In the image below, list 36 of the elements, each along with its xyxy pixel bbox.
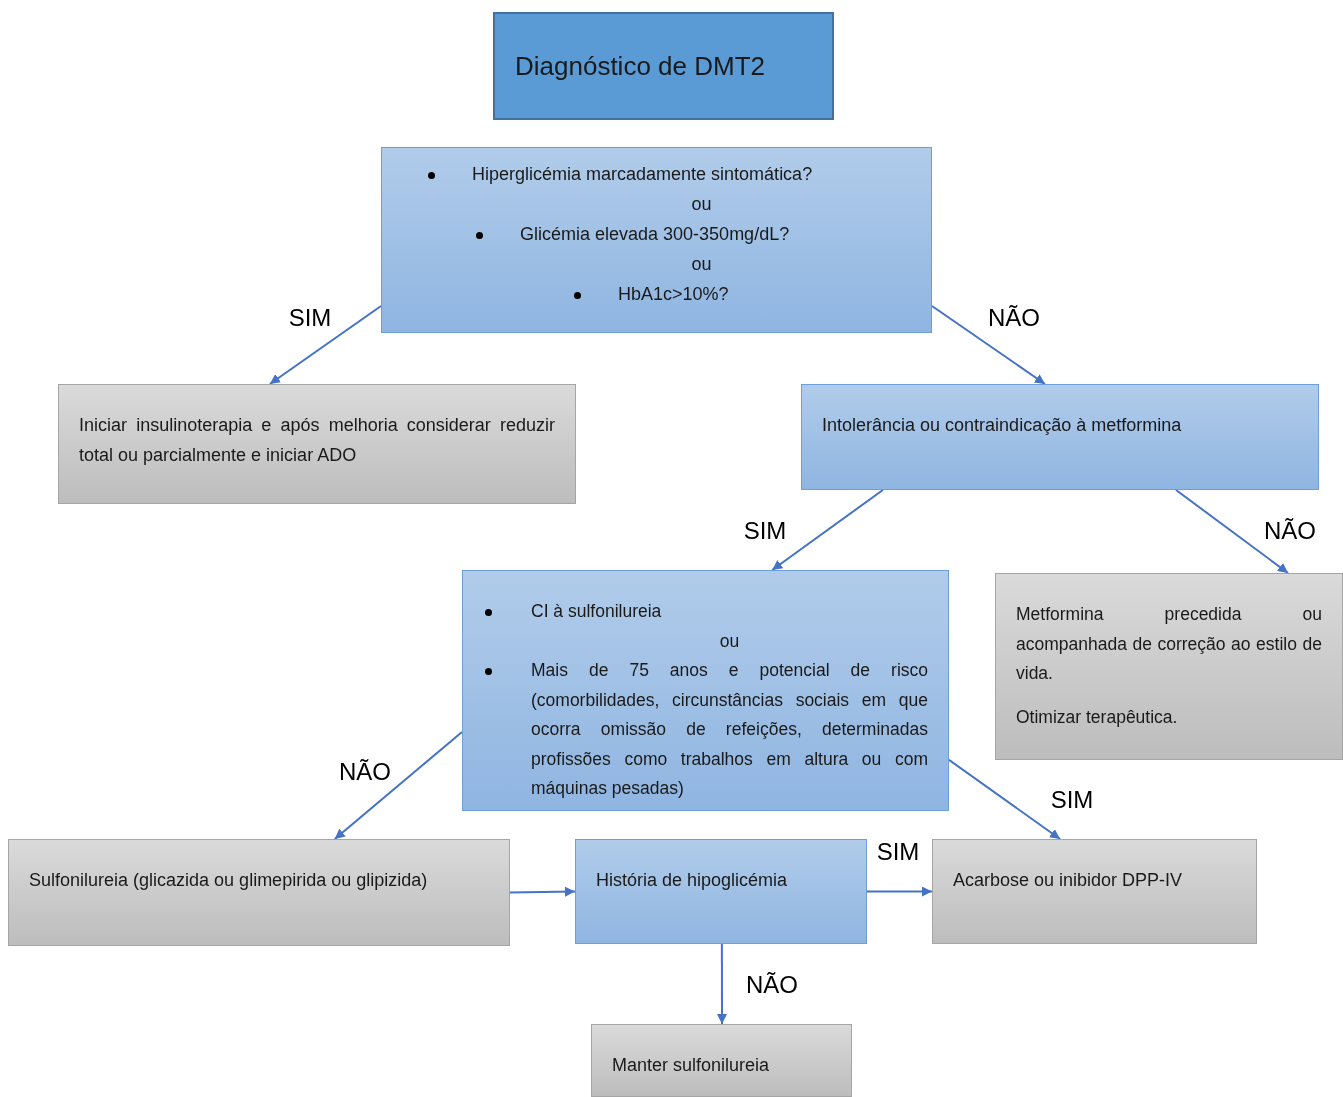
box-text: ou bbox=[691, 193, 712, 216]
box-text: Sulfonilureia (glicazida ou glimepirida ou glipizida) bbox=[29, 869, 429, 892]
box-text: HbA1c>10%? bbox=[618, 283, 729, 306]
box-text: Mais de 75 anos e potencial de risco (comorbilidades, circunstâncias sociais em que ocorra omissão de refeições, determinadas profissões como trabalhos em altura ou com máquinas pesadas) bbox=[531, 659, 928, 800]
arrow bbox=[333, 730, 463, 840]
box-text: Hiperglicémia marcadamente sintomática? bbox=[472, 163, 813, 186]
decision-box bbox=[381, 147, 932, 333]
box-text: ou bbox=[691, 253, 712, 276]
decision-box bbox=[801, 384, 1319, 490]
decision-box bbox=[462, 570, 949, 811]
box-text: Metformina precedida ou acompanhada de correção ao estilo de vida. bbox=[1016, 603, 1322, 685]
action-box bbox=[932, 839, 1257, 944]
arrow bbox=[1175, 489, 1289, 574]
title-box bbox=[493, 12, 834, 120]
box-text: Otimizar terapêutica. bbox=[1016, 705, 1179, 729]
action-box bbox=[8, 839, 510, 946]
decision-box bbox=[575, 839, 867, 944]
arrow bbox=[268, 305, 382, 385]
action-box bbox=[58, 384, 576, 504]
box-text: Intolerância ou contraindicação à metformina bbox=[822, 414, 1183, 437]
arrow bbox=[771, 489, 884, 571]
box-text: Manter sulfonilureia bbox=[612, 1054, 771, 1077]
title-text: Diagnóstico de DMT2 bbox=[515, 50, 765, 82]
arrow bbox=[866, 886, 933, 897]
action-box bbox=[591, 1024, 852, 1097]
arrow bbox=[931, 305, 1046, 385]
arrow bbox=[717, 943, 727, 1025]
action-box bbox=[995, 573, 1343, 760]
arrow bbox=[948, 758, 1062, 840]
arrow bbox=[509, 886, 576, 897]
box-text: Acarbose ou inibidor DPP-IV bbox=[953, 869, 1184, 892]
box-text: Glicémia elevada 300-350mg/dL? bbox=[520, 223, 790, 246]
box-text: ou bbox=[718, 629, 741, 653]
box-text: CI à sulfonilureia bbox=[531, 600, 663, 623]
box-text: História de hipoglicémia bbox=[596, 869, 789, 892]
box-text: Iniciar insulinoterapia e após melhoria considerar reduzir total ou parcialmente e iniciar ADO bbox=[79, 414, 555, 467]
